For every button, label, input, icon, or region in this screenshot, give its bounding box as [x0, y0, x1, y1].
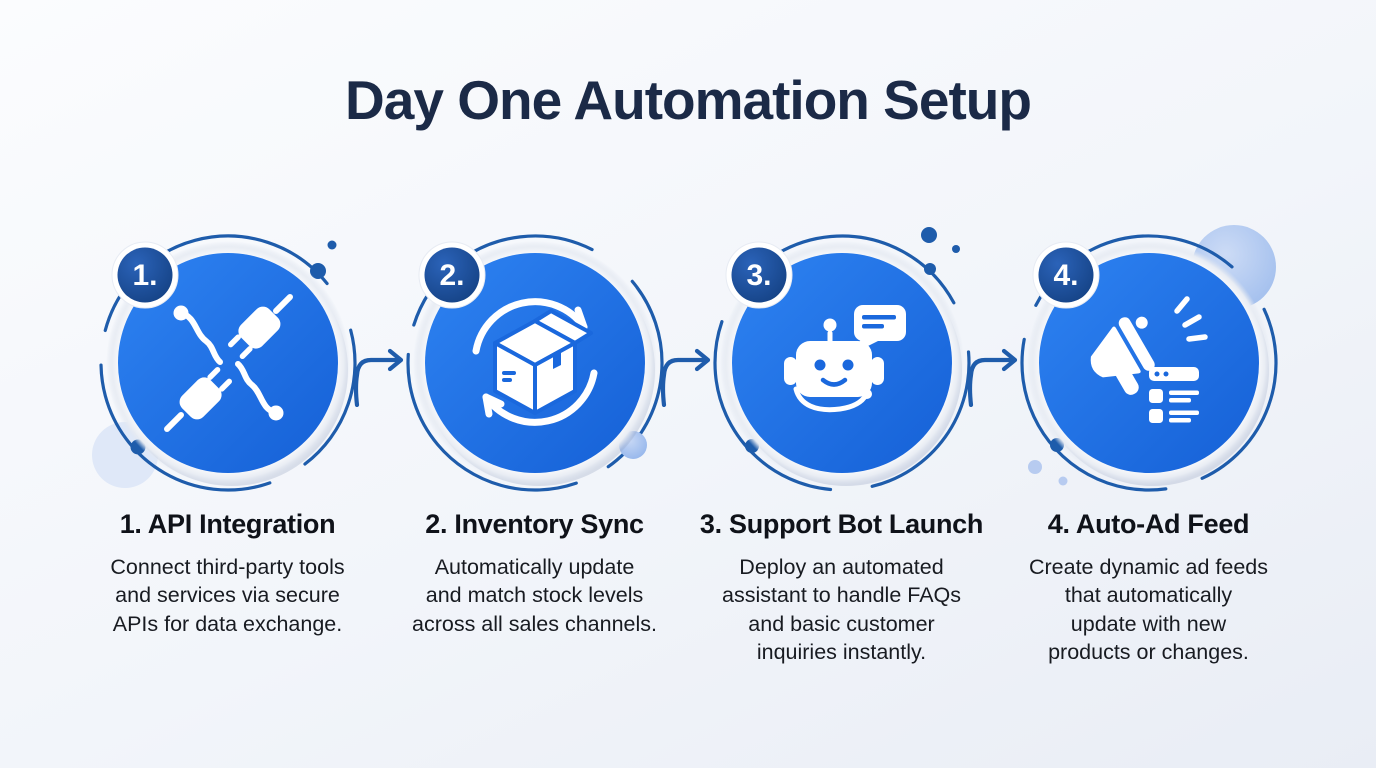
right-arrow-icon: [660, 348, 711, 407]
step-graphic-4: 4.: [1019, 225, 1278, 492]
step-card-4: 4. 4. Auto-Ad Feed Create dynamic ad fee…: [995, 205, 1302, 745]
megaphone-feed-icon: [1090, 296, 1208, 423]
right-arrow-icon: [967, 348, 1018, 407]
decor-dots: [1027, 438, 1067, 486]
badge-label: 2.: [439, 259, 464, 292]
step-number-badge: 4.: [1032, 241, 1099, 309]
step-heading: 4. Auto-Ad Feed: [1047, 509, 1250, 539]
support-bot-icon: [783, 305, 906, 413]
step-number-badge: 3.: [725, 241, 792, 309]
step-heading: 3. Support Bot Launch: [699, 509, 984, 539]
decor-dots: [130, 240, 336, 455]
decor-dots: [744, 227, 960, 453]
step-graphic-2: 2.: [405, 234, 664, 492]
step-card-2: 2. 2. Inventory Sync Automatically updat…: [381, 205, 711, 745]
badge-label: 3.: [746, 259, 771, 292]
step-card-1: 1. 1. API Integration Connect third-part…: [74, 205, 404, 745]
step-description: Automatically update and match stock lev…: [412, 555, 657, 636]
badge-label: 1.: [132, 259, 157, 292]
step-heading: 1. API Integration: [119, 509, 336, 539]
plug-connection-icon: [163, 294, 293, 432]
step-description: Connect third-party tools and services v…: [110, 555, 345, 636]
step-graphic-3: 3.: [712, 227, 971, 492]
badge-label: 4.: [1053, 259, 1078, 292]
step-card-3: 3. 3. Support Bot Launch Deploy an autom…: [688, 205, 1018, 745]
page-title: Day One Automation Setup: [345, 69, 1032, 131]
step-graphic-1: 1.: [91, 234, 357, 492]
right-arrow-icon: [353, 348, 404, 407]
step-description: Create dynamic ad feeds that automatical…: [1028, 555, 1269, 665]
package-sync-icon: [472, 298, 597, 426]
step-number-badge: 1.: [111, 241, 178, 309]
step-number-badge: 2.: [418, 241, 485, 309]
step-heading: 2. Inventory Sync: [425, 509, 644, 539]
steps-row: 1. 1. API Integration Connect third-part…: [74, 205, 1302, 745]
step-description: Deploy an automated assistant to handle …: [721, 555, 962, 665]
